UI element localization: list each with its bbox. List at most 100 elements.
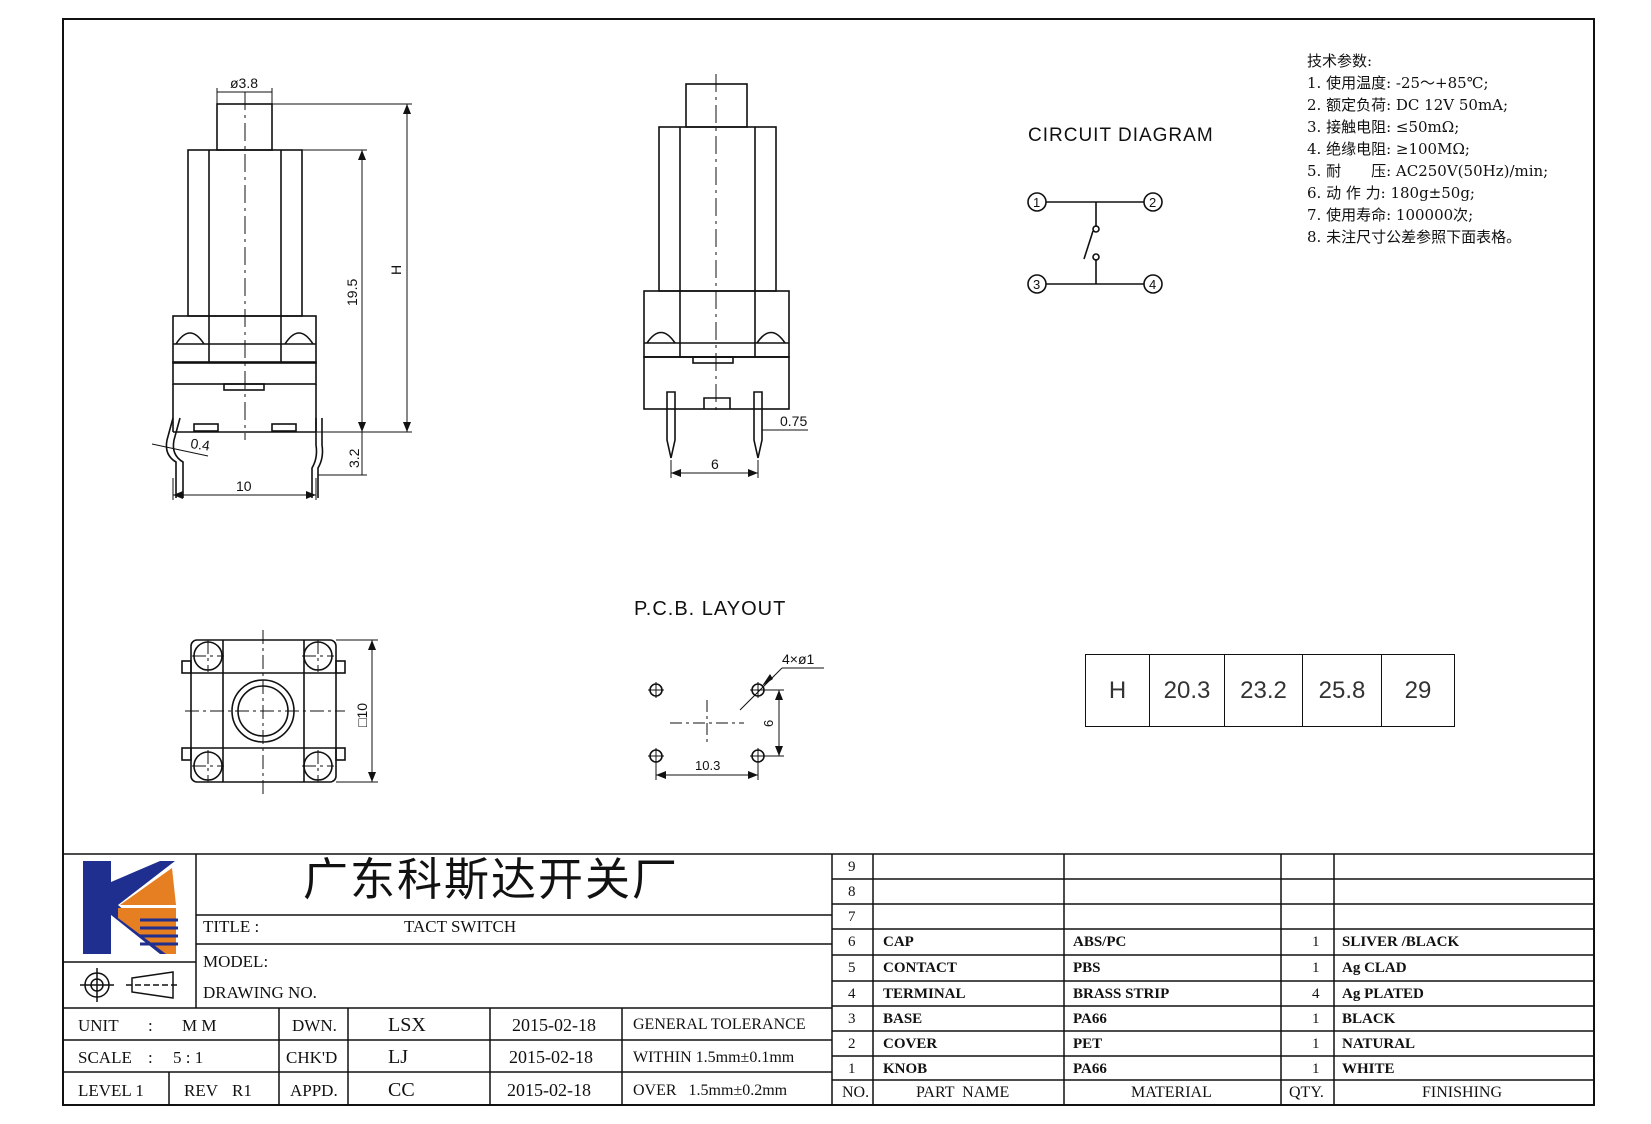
dim-19-5: 19.5 [344,279,360,306]
pin-3: 3 [1033,277,1040,292]
technical-specs: 技术参数: 1. 使用温度: -25～+85℃; 2. 额定负荷: DC 12V… [1307,50,1548,248]
spec-item: 7. 使用寿命: 100000次; [1307,206,1474,224]
pin-1: 1 [1033,195,1040,210]
bom-material-cell: PET [1073,1036,1103,1052]
spec-item: 8. 未注尺寸公差参照下面表格。 [1307,228,1522,246]
bom-finishing-cell: WHITE [1342,1061,1395,1077]
bom-part-cell: CONTACT [883,960,957,976]
dwn-name: LSX [388,1014,426,1036]
spec-item: 1. 使用温度: -25～+85℃; [1307,74,1489,92]
height-table: H 20.3 23.2 25.8 29 [1085,654,1455,727]
bom-header-finishing: FINISHING [1422,1084,1502,1101]
bom-qty-cell: 1 [1312,1061,1320,1077]
bom-no-cell: 3 [848,1011,856,1027]
h-table-cell: 20.3 [1150,655,1225,726]
pcb-height-label: 6 [761,720,776,727]
bom-header-material: MATERIAL [1131,1084,1212,1101]
bom-material-cell: PBS [1073,960,1101,976]
company-name: 广东科斯达开关厂 [303,853,680,906]
unit-label: UNIT [78,1016,119,1035]
bom-no-cell: 5 [848,960,856,976]
bom-part-cell: KNOB [883,1061,928,1077]
title-value: TACT SWITCH [404,917,517,936]
bom-no-cell: 9 [848,859,856,875]
pcb-title: P.C.B. LAYOUT [634,598,786,620]
specs-heading: 技术参数: [1307,52,1373,70]
level-label: LEVEL 1 [78,1081,144,1100]
drawing-no-label: DRAWING NO. [203,983,317,1002]
h-table-cell: 29 [1404,676,1432,704]
dim-10: 10 [236,478,252,494]
rev-value: R1 [232,1081,252,1100]
bom-no-cell: 4 [848,986,856,1002]
bom-material-cell: BRASS STRIP [1073,986,1170,1002]
bom-material-cell: ABS/PC [1073,934,1127,950]
bom-no-cell: 2 [848,1036,856,1052]
dim-square-10: □10 [354,703,370,727]
chk-date: 2015-02-18 [509,1047,593,1067]
h-table-cell: 25.8 [1303,655,1382,726]
pcb-layout [648,667,824,780]
pcb-hole-label: 4×ø1 [782,651,815,667]
circuit-diagram [1027,192,1163,294]
pcb-width-label: 10.3 [695,758,720,773]
h-table-cell: 23.2 [1225,655,1303,726]
spec-item: 3. 接触电阻: ≤50mΩ; [1307,118,1460,136]
dim-6: 6 [711,456,719,472]
dim-0-4: 0.4 [190,435,212,454]
drawing-frame [62,18,1595,1106]
bom-qty-cell: 1 [1312,1036,1320,1052]
bom-part-cell: CAP [883,934,914,950]
spec-item: 5. 耐 压: AC250V(50Hz)/min; [1307,162,1549,180]
company-logo [83,861,178,954]
dim-3-2: 3.2 [346,448,362,468]
spec-item: 6. 动 作 力: 180g±50g; [1307,184,1475,202]
chk-name: LJ [388,1046,408,1068]
h-table-header: H [1086,655,1150,726]
scale-label: SCALE [78,1048,132,1067]
bom-finishing-cell: SLIVER /BLACK [1342,934,1460,950]
bom-header-qty: QTY. [1289,1084,1324,1101]
bom-qty-cell: 1 [1312,934,1320,950]
tolerance-label: GENERAL TOLERANCE [633,1016,806,1033]
tolerance-over: OVER 1.5mm±0.2mm [633,1082,788,1099]
bom-header-no: NO. [842,1084,870,1101]
dim-h: H [388,265,404,275]
tolerance-within: WITHIN 1.5mm±0.1mm [633,1049,795,1066]
spec-item: 2. 额定负荷: DC 12V 50mA; [1307,96,1509,114]
title-label: TITLE : [203,917,260,936]
appd-date: 2015-02-18 [507,1080,591,1100]
dwn-label: DWN. [292,1016,337,1035]
front-view [165,103,324,498]
bom-no-cell: 6 [848,934,856,950]
bom-finishing-cell: NATURAL [1342,1036,1416,1052]
bom-qty-cell: 1 [1312,1011,1320,1027]
spec-item: 4. 绝缘电阻: ≥100MΩ; [1307,140,1470,158]
appd-label: APPD. [290,1081,338,1100]
appd-name: CC [388,1079,415,1101]
bom-part-cell: BASE [883,1011,923,1027]
bom-part-cell: COVER [883,1036,938,1052]
bom-no-cell: 7 [848,909,856,925]
dim-diameter: ø3.8 [230,75,258,91]
bom-finishing-cell: Ag PLATED [1342,986,1424,1002]
pin-2: 2 [1149,195,1156,210]
bom-header-part: PART NAME [916,1084,1010,1101]
scale-value: 5 : 1 [173,1048,204,1067]
bom-part-cell: TERMINAL [883,986,966,1002]
model-label: MODEL: [203,952,269,971]
unit-colon: : [148,1016,153,1035]
unit-value: M M [182,1016,217,1035]
scale-colon: : [148,1048,153,1067]
bom-no-cell: 8 [848,884,856,900]
bom-qty-cell: 1 [1312,960,1320,976]
bom-finishing-cell: BLACK [1342,1011,1396,1027]
bom-material-cell: PA66 [1073,1061,1107,1077]
projection-symbol-icon [80,968,178,1002]
dim-0-75: 0.75 [780,413,807,429]
bom-finishing-cell: Ag CLAD [1342,960,1407,976]
bom-qty-cell: 4 [1312,986,1320,1002]
bom-no-cell: 1 [848,1061,856,1077]
